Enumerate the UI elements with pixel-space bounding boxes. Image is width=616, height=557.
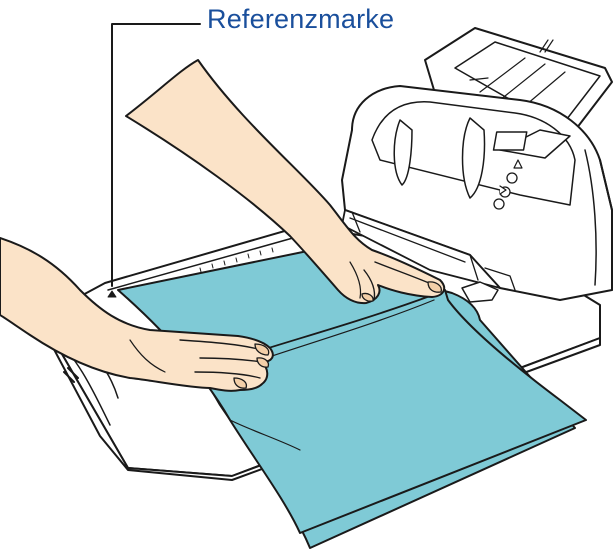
reference-mark-label: Referenzmarke: [207, 4, 394, 35]
